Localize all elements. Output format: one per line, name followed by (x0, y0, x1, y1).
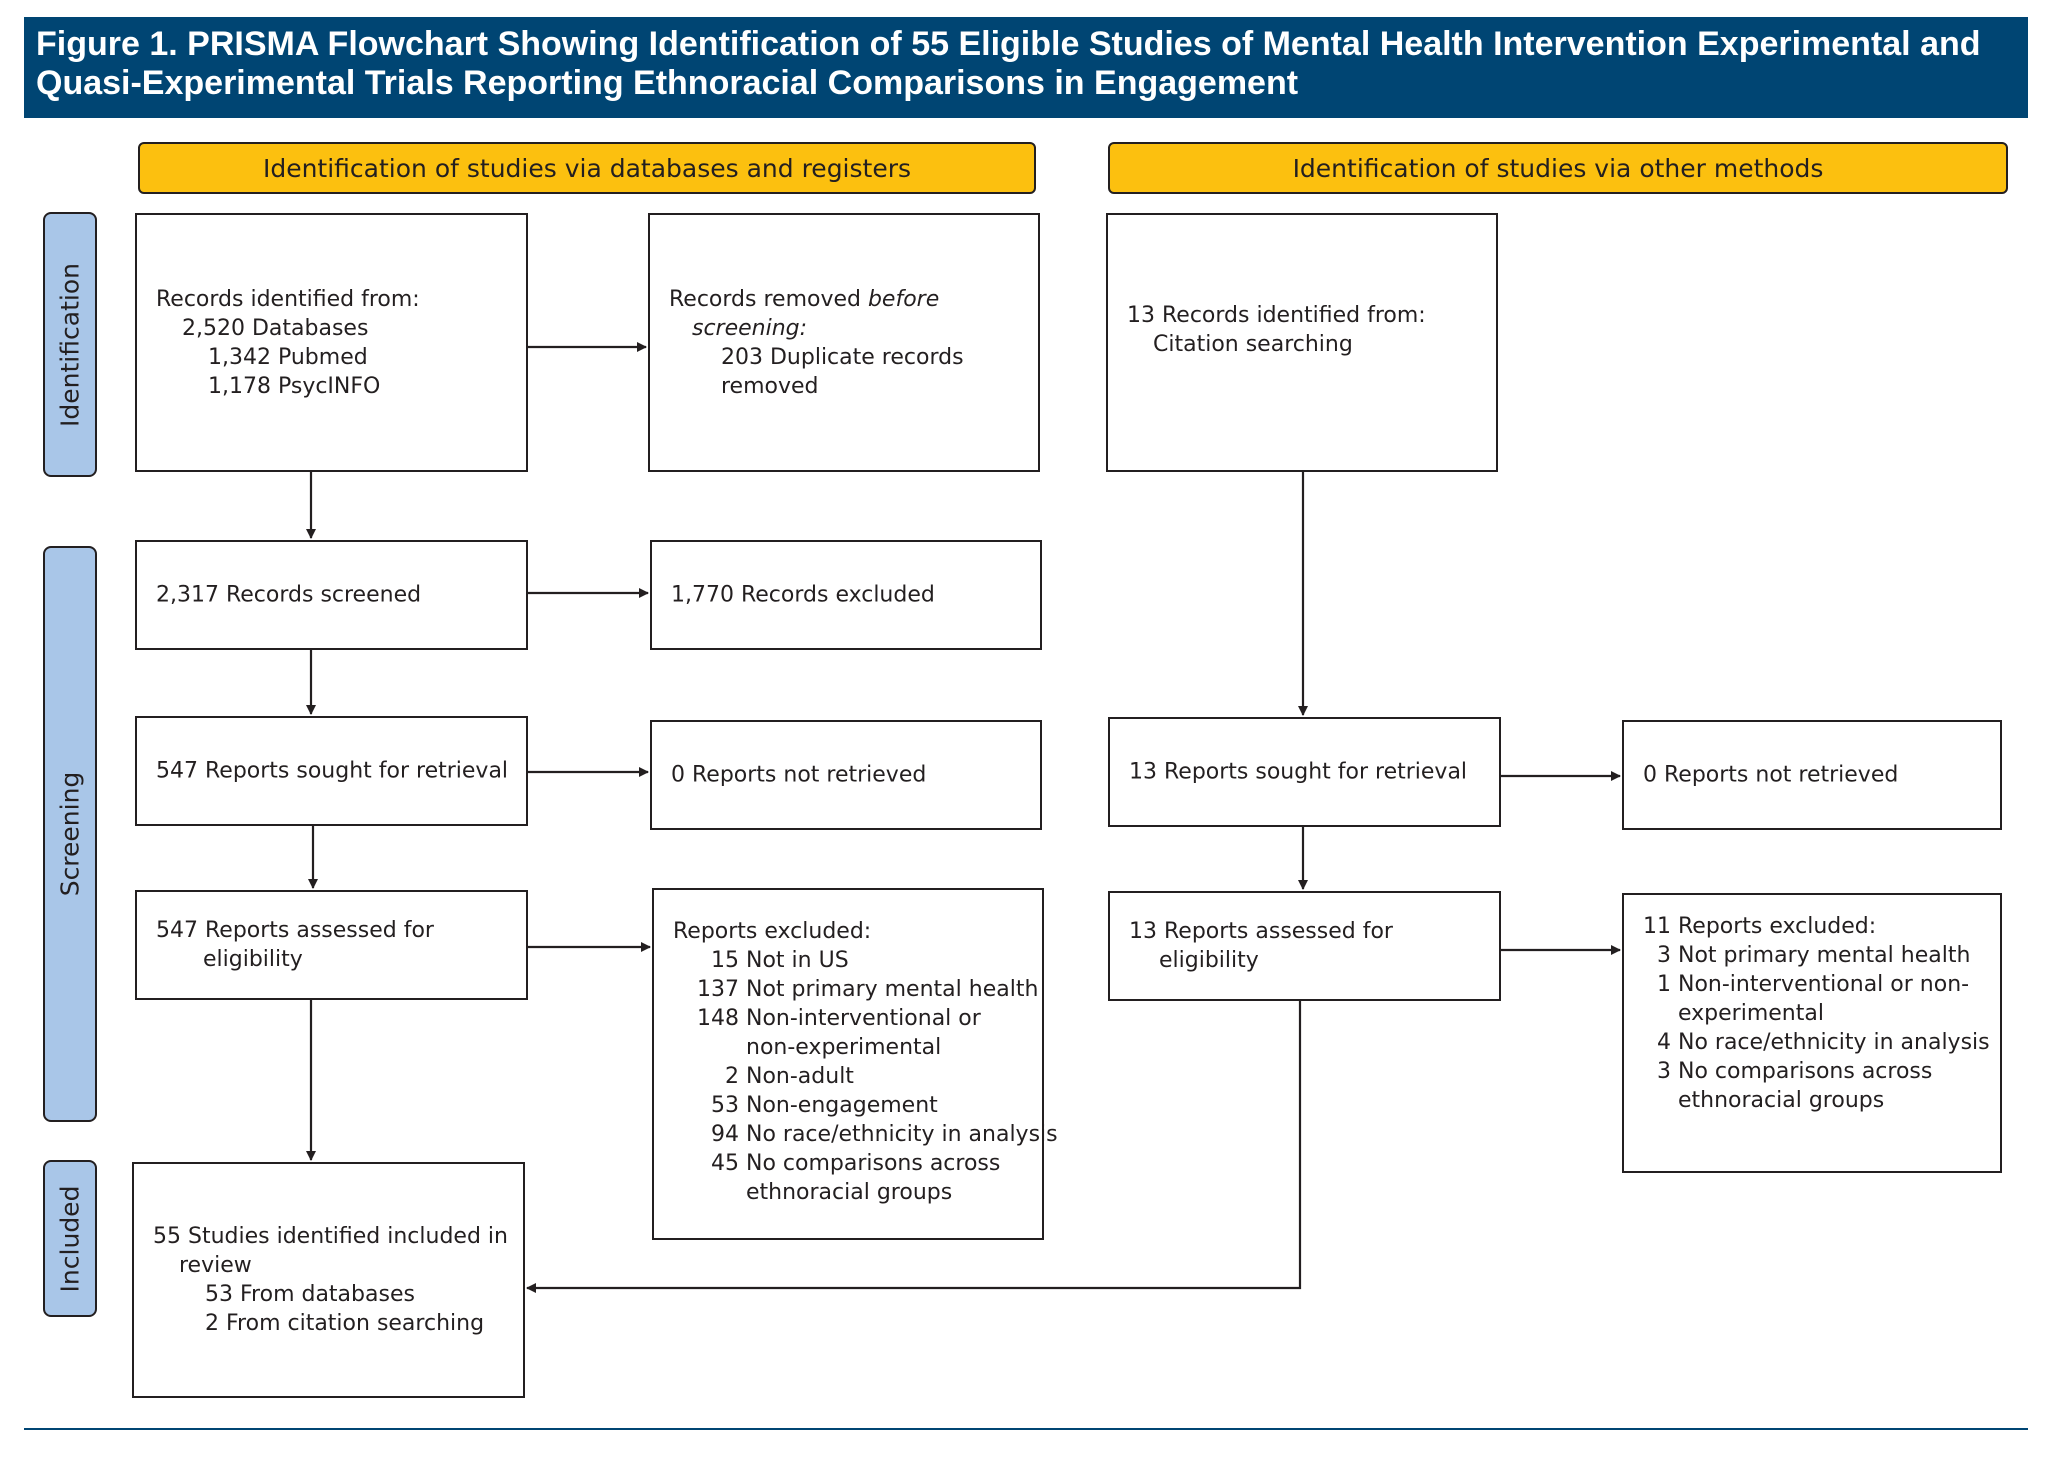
header-databases-label: Identification of studies via databases … (262, 153, 912, 183)
footer-rule (24, 1428, 2028, 1430)
stage-screening: Screening (43, 546, 97, 1122)
records-identified-box: Records identified from: 2,520 Databases… (135, 213, 528, 472)
reports-assessed-box: 547 Reports assessed for eligibility (135, 890, 528, 1000)
reports-excluded-list: 15 Not in US 137 Not primary mental health 1… (673, 946, 1058, 1207)
exclusion-count: 2 (725, 1064, 739, 1089)
other-exclusion-reason: Non-interventional or non- (1678, 972, 1970, 997)
other-reports-sought-box: 13 Reports sought for retrieval (1108, 717, 1501, 827)
exclusion-count: 15 (711, 948, 739, 973)
other-reports-assessed-line2: eligibility (1159, 948, 1259, 973)
exclusion-count: 148 (697, 1006, 739, 1031)
reports-not-retrieved-box: 0 Reports not retrieved (650, 720, 1042, 830)
reports-not-retrieved: 0 Reports not retrieved (671, 762, 927, 788)
header-other-label: Identification of studies via other meth… (1292, 153, 1824, 183)
exclusion-reason: No race/ethnicity in analysis (746, 1122, 1058, 1147)
included-from-databases: 53 From databases (205, 1282, 415, 1307)
other-reports-excluded-label: 11 Reports excluded: (1643, 914, 1877, 939)
exclusion-count: 94 (711, 1122, 739, 1147)
records-pubmed: 1,342 Pubmed (208, 344, 368, 370)
exclusion-reason: Not in US (746, 948, 849, 973)
other-exclusion-reason-continued: experimental (1678, 1001, 1824, 1026)
records-removed-box: Records removed before screening: 203 Du… (648, 213, 1040, 472)
stage-identification: Identification (43, 212, 97, 477)
exclusion-reason: Non-adult (746, 1064, 854, 1089)
records-removed-label-line2: screening: (669, 314, 1030, 343)
studies-included-line1: 55 Studies identified included in (153, 1224, 508, 1249)
header-databases-registers: Identification of studies via databases … (138, 142, 1036, 194)
exclusion-count: 45 (711, 1151, 739, 1176)
studies-included-line2: review (179, 1253, 252, 1278)
reports-assessed-line2: eligibility (203, 947, 303, 972)
stage-included: Included (43, 1160, 97, 1317)
figure-title-line-2: Quasi-Experimental Trials Reporting Ethn… (36, 64, 1299, 102)
exclusion-reason: No comparisons across (746, 1151, 1001, 1176)
records-screened: 2,317 Records screened (156, 582, 422, 608)
duplicates-removed-line2: removed (721, 373, 819, 399)
other-reports-assessed-line1: 13 Reports assessed for (1129, 919, 1393, 944)
other-exclusion-count: 3 (1657, 943, 1671, 968)
exclusion-count: 137 (697, 977, 739, 1002)
reports-assessed-line1: 547 Reports assessed for (156, 918, 434, 943)
figure-title-line-1: Figure 1. PRISMA Flowchart Showing Ident… (36, 25, 1981, 63)
exclusion-reason: Non-interventional or (746, 1006, 981, 1031)
other-records-source: Citation searching (1153, 332, 1353, 357)
other-exclusion-reason: No race/ethnicity in analysis (1678, 1030, 1990, 1055)
reports-excluded-box: Reports excluded: 15 Not in US 137 Not prim… (652, 888, 1058, 1240)
records-removed-label-prefix: Records removed (669, 286, 868, 312)
other-exclusion-count: 3 (1657, 1059, 1671, 1084)
reports-excluded-label: Reports excluded: (673, 919, 872, 944)
studies-included-box: 55 Studies identified included in review… (132, 1162, 525, 1398)
records-psycinfo: 1,178 PsycINFO (208, 373, 381, 399)
other-records-identified-box: 13 Records identified from: Citation sea… (1106, 213, 1498, 472)
records-databases: 2,520 Databases (182, 315, 369, 341)
exclusion-reason: Not primary mental health (746, 977, 1039, 1002)
exclusion-count: 53 (711, 1093, 739, 1118)
records-excluded-box: 1,770 Records excluded (650, 540, 1042, 650)
other-exclusion-reason: Not primary mental health (1678, 943, 1971, 968)
other-exclusion-count: 1 (1657, 972, 1671, 997)
exclusion-reason-continued: ethnoracial groups (746, 1180, 953, 1205)
exclusion-reason-continued: non-experimental (746, 1035, 942, 1060)
figure-title: Figure 1. PRISMA Flowchart Showing Ident… (24, 17, 2028, 118)
other-reports-not-retrieved-box: 0 Reports not retrieved (1622, 720, 2002, 830)
other-reports-excluded-box: 11 Reports excluded: 3 Not primary mental… (1622, 893, 2002, 1173)
records-removed-label-emph: before (867, 286, 940, 312)
other-records-identified-label: 13 Records identified from: (1127, 303, 1426, 328)
other-exclusion-reason: No comparisons across (1678, 1059, 1933, 1084)
reports-sought-box: 547 Reports sought for retrieval (135, 716, 528, 826)
records-screened-box: 2,317 Records screened (135, 540, 528, 650)
other-reports-sought: 13 Reports sought for retrieval (1129, 759, 1468, 785)
other-reports-excluded-list: 3 Not primary mental health 1 Non-intervent… (1643, 941, 1992, 1115)
other-exclusion-reason-continued: ethnoracial groups (1678, 1088, 1885, 1113)
arrow-other-assessed-to-included (526, 1001, 1302, 1293)
included-from-citation: 2 From citation searching (205, 1311, 485, 1336)
records-excluded: 1,770 Records excluded (671, 582, 935, 608)
other-reports-not-retrieved: 0 Reports not retrieved (1643, 762, 1899, 788)
records-identified-label: Records identified from: (156, 286, 420, 312)
reports-sought: 547 Reports sought for retrieval (156, 758, 509, 784)
other-exclusion-count: 4 (1657, 1030, 1671, 1055)
records-removed-label-emph2: screening: (692, 315, 808, 341)
records-removed-label: Records removed before (669, 285, 1030, 314)
exclusion-reason: Non-engagement (746, 1093, 938, 1118)
header-other-methods: Identification of studies via other meth… (1108, 142, 2008, 194)
other-reports-assessed-box: 13 Reports assessed for eligibility (1108, 891, 1501, 1001)
duplicates-removed-line1: 203 Duplicate records (721, 344, 964, 370)
